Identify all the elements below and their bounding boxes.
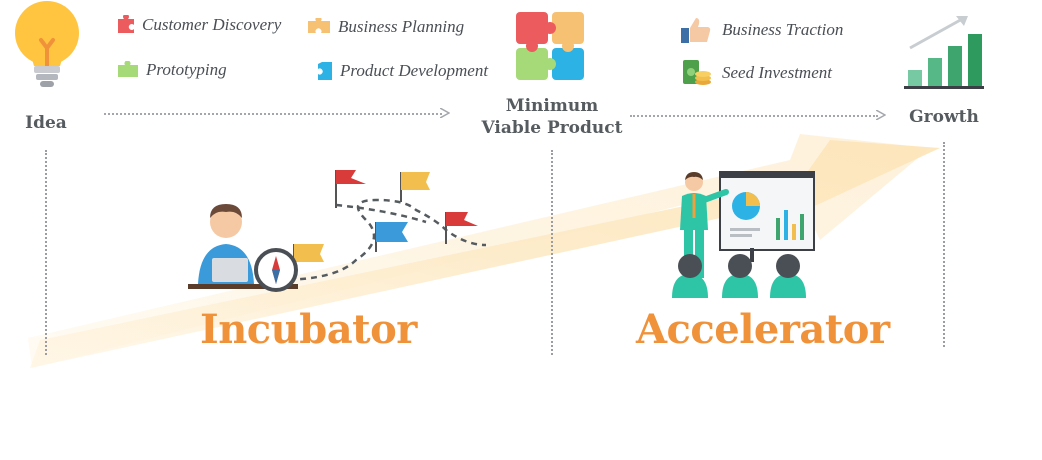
- item-label: Prototyping: [146, 60, 227, 79]
- stage-mvp-line2: Viable Product: [481, 118, 623, 138]
- connector-mvp-growth: [630, 115, 878, 117]
- stage-idea: Idea: [25, 113, 67, 133]
- accelerator-illustration: [664, 170, 820, 300]
- phase-accelerator: Accelerator: [636, 306, 890, 353]
- divider-idea: [45, 150, 47, 355]
- item-business-traction: Business Traction: [680, 16, 843, 44]
- item-customer-discovery: Customer Discovery: [116, 15, 281, 35]
- divider-growth: [943, 142, 945, 347]
- item-prototyping: Prototyping: [116, 60, 227, 80]
- thumbs-up-icon: [681, 18, 711, 43]
- phase-incubator: Incubator: [200, 306, 417, 353]
- stage-growth: Growth: [909, 107, 979, 127]
- item-label: Business Traction: [722, 20, 844, 39]
- item-product-development: Product Development: [316, 60, 488, 82]
- incubator-illustration: [186, 160, 487, 300]
- item-label: Customer Discovery: [142, 15, 282, 34]
- money-coins-icon: [683, 60, 711, 85]
- flag-yellow-icon: [400, 172, 430, 202]
- flag-yellow2-icon: [293, 244, 324, 268]
- puzzle-piece-green-icon: [118, 61, 138, 77]
- item-label: Seed Investment: [722, 63, 832, 82]
- flag-blue-icon: [375, 222, 408, 252]
- flag-red-icon: [335, 170, 366, 208]
- connector-idea-mvp: [104, 113, 442, 115]
- puzzle-piece-red-icon: [118, 15, 134, 33]
- item-seed-investment: Seed Investment: [680, 58, 832, 88]
- item-business-planning: Business Planning: [306, 17, 464, 37]
- stage-mvp: Minimum Viable Product: [472, 95, 632, 139]
- puzzle-piece-blue-icon: [318, 62, 332, 80]
- stage-mvp-line1: Minimum: [505, 96, 599, 116]
- puzzle-piece-orange-icon: [308, 18, 330, 33]
- growth-chart-icon: [904, 14, 984, 90]
- item-label: Business Planning: [338, 17, 465, 36]
- lightbulb-icon: [14, 0, 80, 92]
- puzzle-icon: [514, 10, 586, 82]
- divider-mvp: [551, 150, 553, 355]
- item-label: Product Development: [340, 61, 489, 80]
- flag-red2-icon: [445, 212, 478, 244]
- arrowhead-icon: [876, 110, 886, 120]
- arrowhead-icon: [440, 108, 450, 118]
